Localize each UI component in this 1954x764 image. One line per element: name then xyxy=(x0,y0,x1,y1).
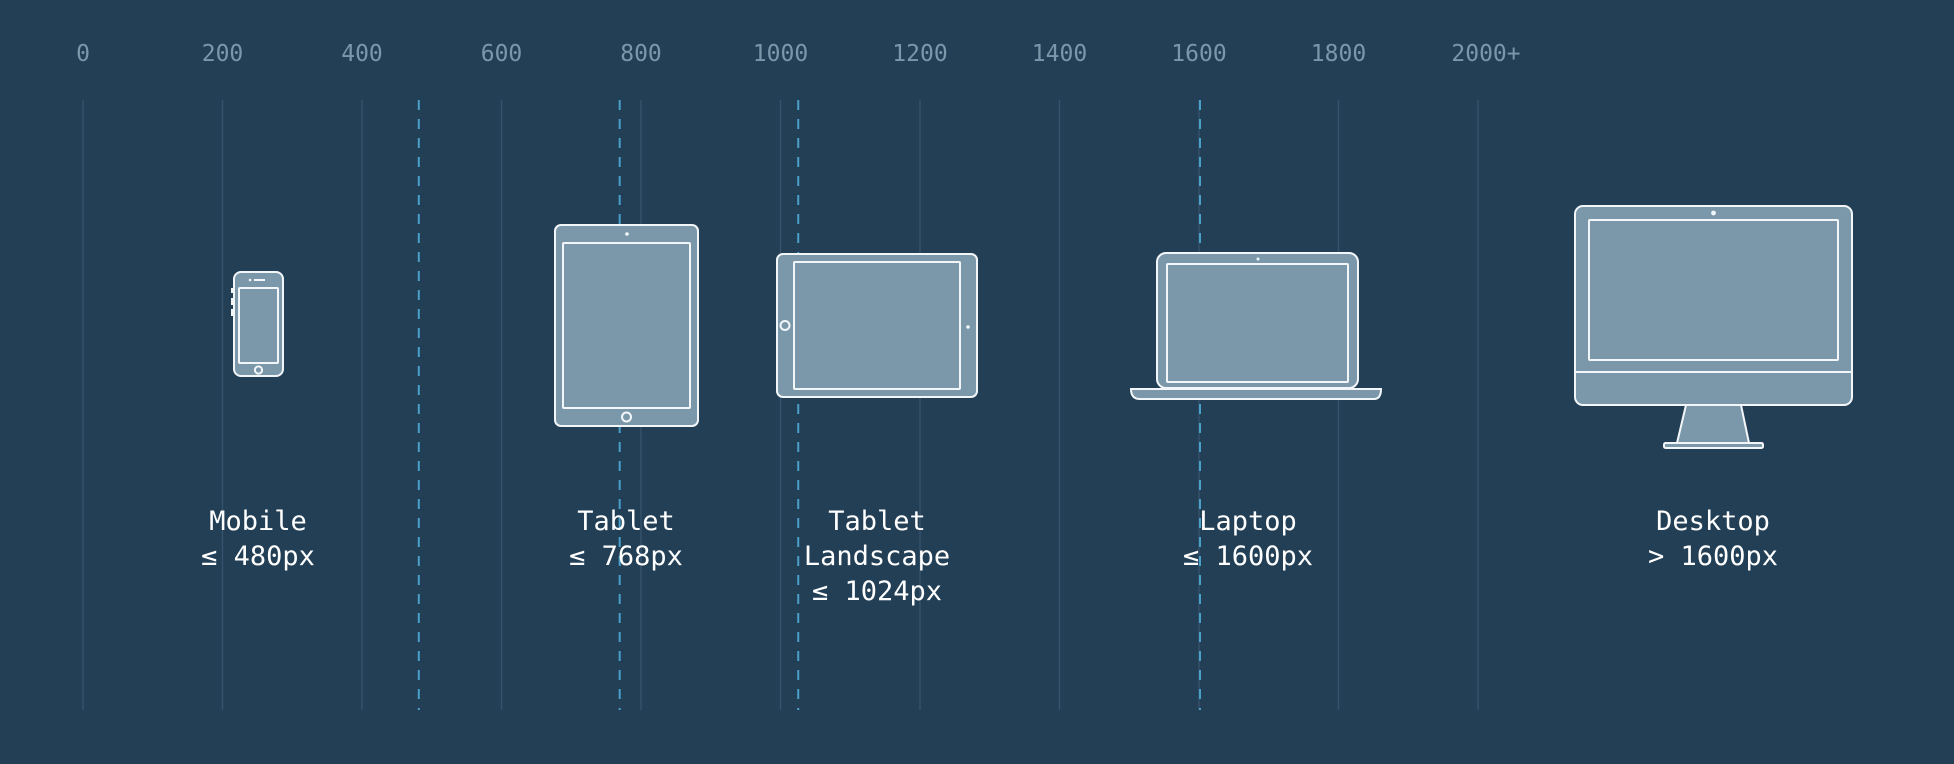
axis-tick-label: 1000 xyxy=(753,41,808,67)
tablet-landscape-icon xyxy=(776,253,978,398)
device-label-tablet-line-1: Tablet xyxy=(577,506,675,537)
axis-tick-label: 800 xyxy=(620,41,662,67)
axis-tick-label: 1800 xyxy=(1311,41,1366,67)
device-label-desktop: Desktop > 1600px xyxy=(1648,506,1778,572)
device-label-desktop-line-1: Desktop xyxy=(1656,506,1770,537)
device-label-mobile: Mobile ≤ 480px xyxy=(201,506,315,572)
tablet-portrait-icon xyxy=(554,224,699,427)
device-label-laptop: Laptop ≤ 1600px xyxy=(1183,506,1313,572)
phone-icon xyxy=(231,271,284,377)
device-label-tablet-landscape-line-2: Landscape xyxy=(804,541,950,572)
axis-tick-label: 0 xyxy=(76,41,90,67)
device-label-tablet-landscape: Tablet Landscape ≤ 1024px xyxy=(804,506,950,607)
laptop-icon xyxy=(1129,252,1383,400)
axis-tick-label: 400 xyxy=(341,41,383,67)
axis-tick-label: 200 xyxy=(202,41,244,67)
grid-lines xyxy=(82,100,1479,710)
device-label-tablet-landscape-line-1: Tablet xyxy=(828,506,926,537)
device-label-tablet: Tablet ≤ 768px xyxy=(569,506,683,572)
device-label-laptop-line-1: Laptop xyxy=(1199,506,1297,537)
axis-tick-label: 1200 xyxy=(892,41,947,67)
device-label-tablet-line-2: ≤ 768px xyxy=(569,541,683,572)
device-label-mobile-line-1: Mobile xyxy=(209,506,307,537)
breakpoint-lines xyxy=(417,100,1201,710)
desktop-monitor-icon xyxy=(1574,205,1853,449)
axis-tick-label: 2000+ xyxy=(1451,41,1520,67)
device-label-desktop-line-2: > 1600px xyxy=(1648,541,1778,572)
device-label-mobile-line-2: ≤ 480px xyxy=(201,541,315,572)
axis-tick-labels: 0 200 400 600 800 1000 1200 1400 1600 1800 2000+ xyxy=(76,41,1521,67)
device-label-laptop-line-2: ≤ 1600px xyxy=(1183,541,1313,572)
axis-tick-label: 1600 xyxy=(1171,41,1226,67)
axis-tick-label: 600 xyxy=(481,41,523,67)
device-label-tablet-landscape-line-3: ≤ 1024px xyxy=(812,576,942,607)
axis-tick-label: 1400 xyxy=(1032,41,1087,67)
